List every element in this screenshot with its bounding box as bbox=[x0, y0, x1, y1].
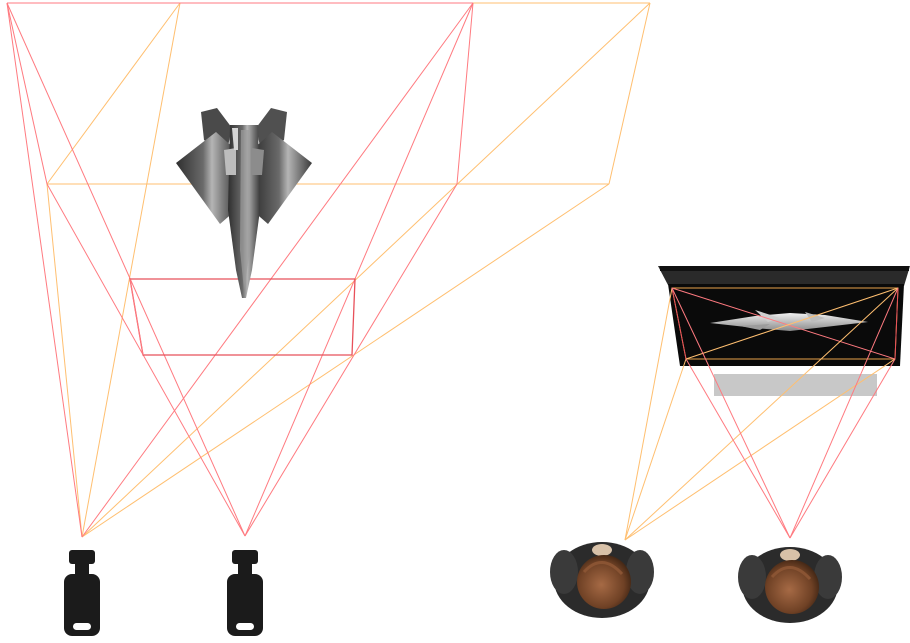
left-frustum-camera-left bbox=[47, 3, 650, 537]
person-right bbox=[738, 547, 842, 623]
jet-aircraft bbox=[176, 108, 312, 298]
camera-left bbox=[64, 550, 100, 636]
person-left bbox=[550, 542, 654, 618]
camera-right bbox=[227, 550, 263, 636]
stereo-screen bbox=[658, 266, 910, 366]
